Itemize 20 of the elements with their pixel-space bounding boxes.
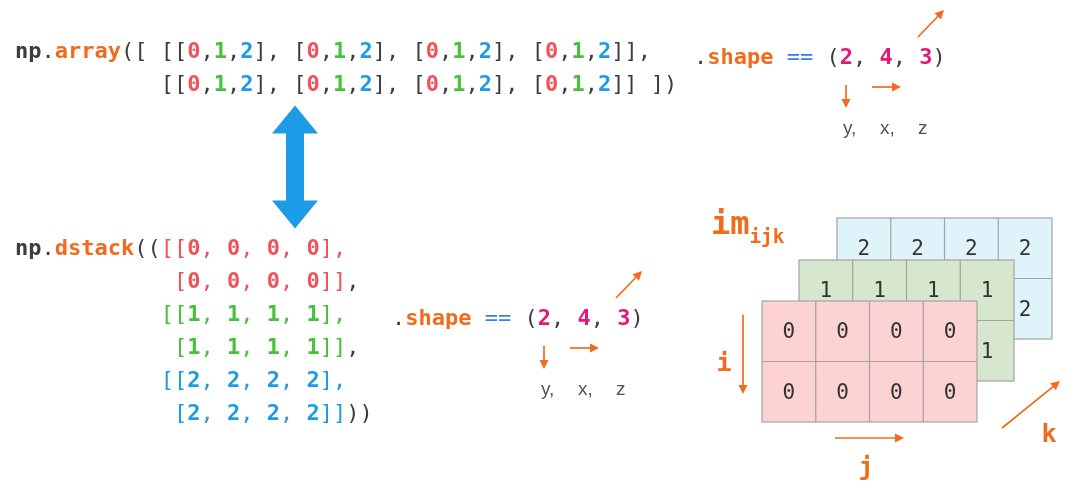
cell-value: 2	[1018, 237, 1032, 259]
axis-label: j	[858, 453, 874, 479]
cell-value: 2	[965, 237, 978, 259]
code-expression: .shape == (2, 4, 3)	[694, 46, 946, 68]
axis-label: y,	[541, 378, 555, 400]
axis-label: z	[616, 378, 626, 400]
axis-label: x,	[578, 378, 593, 400]
axis-label: y,	[843, 117, 857, 139]
axis-label: k	[1041, 420, 1057, 446]
cell-value: 2	[857, 237, 871, 259]
code-snippet: np.dstack(([[0, 0, 0, 0], [0, 0, 0, 0]], [[1, 1, 1, 1], [1, 1, 1, 1]], [[2, 2, 2, 2], [2, 2, 2, 2]]))	[15, 216, 373, 429]
cell-value: 2	[911, 237, 924, 259]
double-arrow	[272, 105, 318, 229]
array-symbol: im$_{ijk}$	[711, 207, 785, 246]
axis-label: z	[918, 117, 928, 139]
axis-label: i	[716, 349, 732, 375]
axis-label: x,	[880, 117, 895, 139]
code-snippet: np.array([ [[0,1,2], [0,1,2], [0,1,2], [0,1,2]], [[0,1,2], [0,1,2], [0,1,2], [0,1,2]] ])	[15, 33, 678, 118]
code-expression: .shape == (2, 4, 3)	[392, 307, 644, 329]
cell-value: 2	[1018, 298, 1032, 320]
